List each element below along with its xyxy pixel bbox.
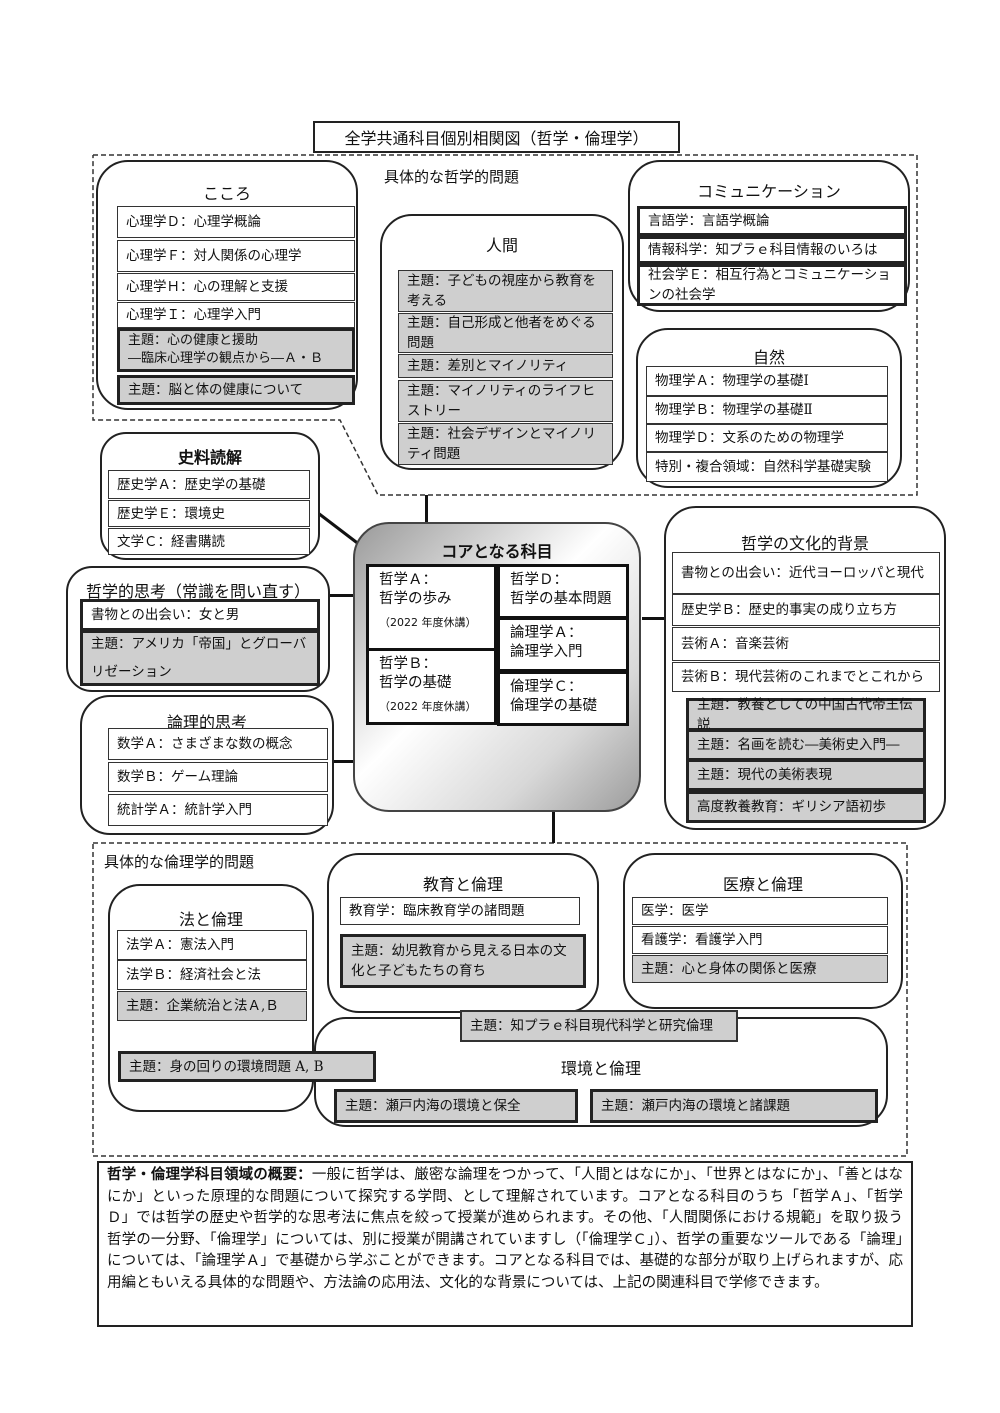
kokoro-title: こころ [202, 184, 251, 203]
ningen-item: 主題：差別とマイノリティ [398, 354, 613, 378]
diagram-title: 全学共通科目個別相関図（哲学・倫理学） [313, 121, 680, 153]
bunka-item: 歴史学Ｂ：歴史的事実の成り立ち方 [672, 594, 940, 626]
core-la-sub: 論理学入門 [510, 644, 583, 660]
ho-item: 法学Ａ：憲法入門 [117, 930, 307, 960]
bunka-gray-item: 主題：現代の美術表現 [686, 759, 926, 791]
tetsugaku-shiko-item: 主題：アメリカ「帝国」とグローバリゼーション [80, 630, 320, 686]
connector-top [425, 495, 428, 523]
ningen-item: 主題：マイノリティのライフヒストリー [398, 380, 613, 422]
ronri-shiko-item: 統計学Ａ：統計学入門 [108, 794, 328, 826]
shiryo-item: 歴史学Ａ：歴史学の基礎 [108, 470, 310, 499]
bunka-title: 哲学の文化的背景 [740, 534, 869, 553]
ho-title: 法と倫理 [178, 910, 243, 929]
ho-item: 法学Ｂ：経済社会と法 [117, 960, 307, 990]
core-b-sub: 哲学の基礎 [379, 675, 452, 691]
kyoiku-item: 主題：幼児教育から見える日本の文化と子どもたちの育ち [340, 934, 586, 988]
kyoiku-item: 教育学：臨床教育学の諸問題 [340, 897, 580, 925]
core-b-note: （2022 年度休講） [379, 700, 477, 713]
kokoro-item: 主題：脳と体の健康について [117, 375, 355, 405]
kokoro-item: 心理学Ｄ：心理学概論 [117, 206, 355, 238]
iryo-item: 看護学：看護学入門 [632, 926, 888, 954]
core-a-name: 哲学Ａ： [379, 572, 437, 588]
shiryo-item: 歴史学Ｅ：環境史 [108, 500, 310, 527]
core-d-sub: 哲学の基本問題 [510, 591, 612, 607]
summary-text: 一般に哲学は、厳密な論理をつかって、「人間とはなにか」、「世界とはなにか」、「善… [107, 1167, 904, 1291]
iryo-item: 医学：医学 [632, 897, 888, 925]
shiryo-item: 文学Ｃ：経書購読 [108, 528, 310, 555]
core-b-name: 哲学Ｂ： [379, 656, 437, 672]
tetsugaku-shiko-title: 哲学的思考（常識を問い直す） [85, 582, 310, 601]
ningen-item: 主題：社会デザインとマイノリティ問題 [398, 423, 613, 465]
core-course-philosophy-d: 哲学Ｄ： 哲学の基本問題 [497, 564, 629, 619]
core-title: コアとなる科目 [441, 542, 553, 561]
ronri-shiko-title: 論理的思考 [166, 713, 247, 732]
bunka-item: 芸術Ｂ：現代芸術のこれまでとこれから [672, 662, 940, 692]
env-issues-item: 主題：身の回りの環境問題 A, B [118, 1051, 376, 1082]
core-ec-sub: 倫理学の基礎 [510, 698, 597, 714]
iryo-item: 主題：心と身体の関係と医療 [632, 955, 888, 983]
kokoro-item: 主題：心の健康と援助 ―臨床心理学の観点から―Ａ・Ｂ [117, 328, 355, 372]
ho-item: 主題：企業統治と法Ａ,Ｂ [117, 991, 307, 1021]
bunka-item: 書物との出会い：近代ヨーロッパと現代 [672, 552, 940, 594]
connector-right [642, 617, 666, 620]
core-course-philosophy-a: 哲学Ａ： 哲学の歩み （2022 年度休講） [366, 564, 497, 651]
communication-title: コミュニケーション [697, 182, 841, 201]
ronri-shiko-item: 数学Ａ：さまざまな数の概念 [108, 728, 328, 760]
core-a-sub: 哲学の歩み [379, 591, 452, 607]
core-ec-name: 倫理学Ｃ： [510, 679, 583, 695]
kokoro-item: 心理学Ｈ：心の理解と支援 [117, 273, 355, 301]
tetsugaku-shiko-item: 書物との出会い：女と男 [80, 599, 320, 631]
summary-box: 哲学・倫理学科目領域の概要：一般に哲学は、厳密な論理をつかって、「人間とはなにか… [97, 1161, 913, 1327]
philosophy-section-label: 具体的な哲学的問題 [384, 168, 520, 186]
shiryo-title: 史料読解 [177, 448, 242, 467]
core-course-logic-a: 論理学Ａ： 論理学入門 [497, 617, 629, 672]
iryo-title: 医療と倫理 [722, 875, 803, 894]
research-ethics-item: 主題：知プラｅ科目現代科学と研究倫理 [460, 1010, 738, 1042]
kokoro-item: 心理学Ｆ：対人関係の心理学 [117, 240, 355, 272]
kyoiku-title: 教育と倫理 [422, 875, 503, 894]
kyoiku-group: 教育と倫理 [327, 853, 599, 1013]
ethics-section-label: 具体的な倫理学的問題 [104, 853, 255, 871]
core-la-name: 論理学Ａ： [510, 625, 583, 641]
shizen-item: 特別・複合領域：自然科学基礎実験 [646, 452, 888, 482]
bunka-item: 芸術Ａ：音楽芸術 [672, 627, 940, 661]
bunka-gray-item: 高度教養教育：ギリシア語初歩 [686, 791, 926, 823]
communication-item: 情報科学：知プラｅ科目情報のいろは [637, 236, 907, 264]
ningen-item: 主題：子どもの視座から教育を考える [398, 270, 613, 312]
core-a-note: （2022 年度休講） [379, 616, 477, 629]
core-course-philosophy-b: 哲学Ｂ： 哲学の基礎 （2022 年度休講） [366, 648, 497, 725]
shizen-item: 物理学Ｂ：物理学の基礎Ⅱ [646, 396, 888, 424]
bunka-gray-item: 主題：名画を読む―美術史入門― [686, 729, 926, 761]
shizen-item: 物理学Ｄ：文系のための物理学 [646, 424, 888, 452]
core-d-name: 哲学Ｄ： [510, 572, 568, 588]
ronri-shiko-item: 数学Ｂ：ゲーム理論 [108, 762, 328, 792]
kokoro-item: 心理学Ｉ：心理学入門 [117, 302, 355, 328]
shizen-item: 物理学Ａ：物理学の基礎Ⅰ [646, 366, 888, 396]
kankyo-title: 環境と倫理 [560, 1059, 641, 1078]
ningen-item: 主題：自己形成と他者をめぐる問題 [398, 313, 613, 353]
connector-bottom [552, 810, 555, 843]
connector-left-logic [330, 760, 354, 763]
core-course-ethics-c: 倫理学Ｃ： 倫理学の基礎 [497, 671, 629, 726]
shizen-title: 自然 [752, 348, 785, 367]
communication-item: 言語学：言語学概論 [637, 206, 907, 236]
kankyo-item: 主題：瀬戸内海の環境と諸課題 [590, 1089, 878, 1123]
bunka-gray-item: 主題：教養としての中国古代帝王伝説 [686, 697, 926, 733]
ningen-title: 人間 [485, 236, 518, 255]
summary-heading: 哲学・倫理学科目領域の概要： [107, 1167, 312, 1183]
connector-left-philo [322, 594, 354, 597]
communication-item: 社会学Ｅ：相互行為とコミュニケーションの社会学 [637, 264, 907, 306]
kankyo-item: 主題：瀬戸内海の環境と保全 [334, 1089, 578, 1123]
